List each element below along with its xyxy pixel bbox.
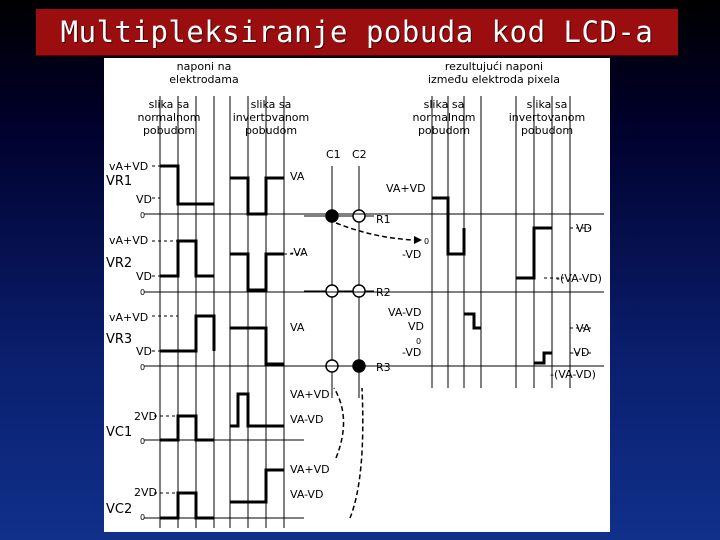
lvl-va-minus-vd-2: VA-VD (290, 488, 323, 501)
row-r1: R1 (376, 213, 391, 226)
lvl-r2-0: 0 (140, 288, 145, 297)
lvl-c2-2vd: 2VD (134, 486, 157, 499)
sub-slika-4: slika sa (527, 98, 568, 111)
lvl-r2-top: vA+VD (109, 234, 148, 247)
lvl-va-minus-vd-1: VA-VD (290, 413, 323, 426)
lvl-r1-0: 0 (140, 211, 145, 220)
header-izmedju: između elektroda pixela (428, 73, 560, 86)
wave-vc2-inv (230, 468, 284, 504)
sub-slika-2: slika sa (251, 98, 292, 111)
lvl-pix-0-1: 0 (424, 237, 429, 246)
lvl-pix-va-plus-vd: VA+VD (386, 182, 426, 195)
sub-normalnom-1: normalnom (138, 111, 201, 124)
page-title: Multipleksiranje pobuda kod LCD-a (60, 15, 654, 49)
col-c1: C1 (326, 148, 341, 161)
sub-slika-3: slika sa (424, 98, 465, 111)
pixel-c2-r2 (352, 284, 366, 298)
arrows (333, 222, 415, 519)
header-naponi-na: naponi na (177, 60, 232, 73)
lvl-c1-0: 0 (140, 437, 145, 446)
wave-vr1 (160, 164, 214, 206)
lvl-r3-0: 0 (140, 363, 145, 372)
lvl-r-neg-va-vd-2: -(VA-VD) (550, 368, 596, 381)
sub-normalnom-2: normalnom (413, 111, 476, 124)
lvl-c1-2vd: 2VD (134, 410, 157, 423)
lvl-va-1: VA (290, 170, 305, 183)
lvl-r-neg-vd: -VD (570, 346, 589, 359)
sig-vr2: VR2 (106, 256, 132, 271)
wave-vr3-inv (230, 326, 284, 366)
pixel-c1-r1 (325, 209, 339, 223)
sig-vr1: VR1 (106, 174, 132, 189)
level-guides (152, 165, 594, 494)
sub-invertovanom-2: invertovanom (509, 111, 586, 124)
lvl-va-2: VA (290, 321, 305, 334)
lvl-va-plus-vd-1: VA+VD (290, 388, 330, 401)
lvl-r3-top: vA+VD (109, 311, 148, 324)
wave-vr2-inv (230, 252, 284, 292)
sig-vr3: VR3 (106, 332, 132, 347)
wave-p11-inv (516, 226, 552, 280)
col-c2: C2 (352, 148, 367, 161)
wave-p21 (464, 312, 481, 330)
waveform-diagram: naponi na elektrodama rezultujući naponi… (106, 60, 604, 528)
lvl-pix-va-minus-vd: VA-VD (388, 306, 421, 319)
lvl-pix-neg-vd-1: -VD (402, 248, 421, 261)
lvl-pix-vd: VD (408, 320, 424, 333)
header-elektrodama: elektrodama (169, 73, 238, 86)
waveforms (160, 164, 552, 520)
pixel-c2-r1 (352, 209, 366, 223)
pixel-c1-r2 (325, 284, 339, 298)
lvl-pix-neg-vd-2: -VD (402, 346, 421, 359)
arrow-head-1 (414, 236, 422, 244)
title-bar: Multipleksiranje pobuda kod LCD-a (36, 9, 678, 56)
sub-slika-1: slika sa (149, 98, 190, 111)
lvl-neg-va: -VA (290, 246, 308, 259)
wave-vc2 (160, 491, 214, 520)
lvl-r2-vd: VD (136, 270, 152, 283)
wave-vc1-inv (230, 392, 284, 428)
lvl-va-plus-vd-2: VA+VD (290, 463, 330, 476)
multiplex-diagram: naponi na elektrodama rezultujući naponi… (104, 58, 610, 532)
lvl-r-va: VA (576, 322, 591, 335)
lvl-r1-vd: VD (136, 193, 152, 206)
sub-pobudom-4: pobudom (521, 124, 573, 137)
wave-vr3 (160, 314, 216, 353)
header-rezultujuci: rezultujući naponi (445, 60, 543, 73)
sig-vc1: VC1 (106, 425, 132, 440)
sig-vc2: VC2 (106, 502, 132, 517)
wave-p21-inv (534, 351, 552, 365)
sub-pobudom-3: pobudom (418, 124, 470, 137)
sub-invertovanom-1: invertovanom (233, 111, 310, 124)
lvl-r1-top: vA+VD (109, 160, 148, 173)
wave-vr1-inv (230, 176, 284, 216)
wave-p11 (432, 196, 466, 256)
lvl-c2-0: 0 (140, 513, 145, 522)
lvl-pix-0-2: 0 (416, 337, 421, 346)
wave-vc1 (160, 414, 214, 442)
lvl-r-neg-va-vd: -(VA-VD) (556, 272, 602, 285)
sub-pobudom-2: pobudom (245, 124, 297, 137)
sub-pobudom-1: pobudom (143, 124, 195, 137)
lvl-r3-vd: VD (136, 345, 152, 358)
lvl-r-vd: VD (576, 222, 592, 235)
wave-vr2 (160, 239, 214, 278)
row-r3: R3 (376, 361, 391, 374)
